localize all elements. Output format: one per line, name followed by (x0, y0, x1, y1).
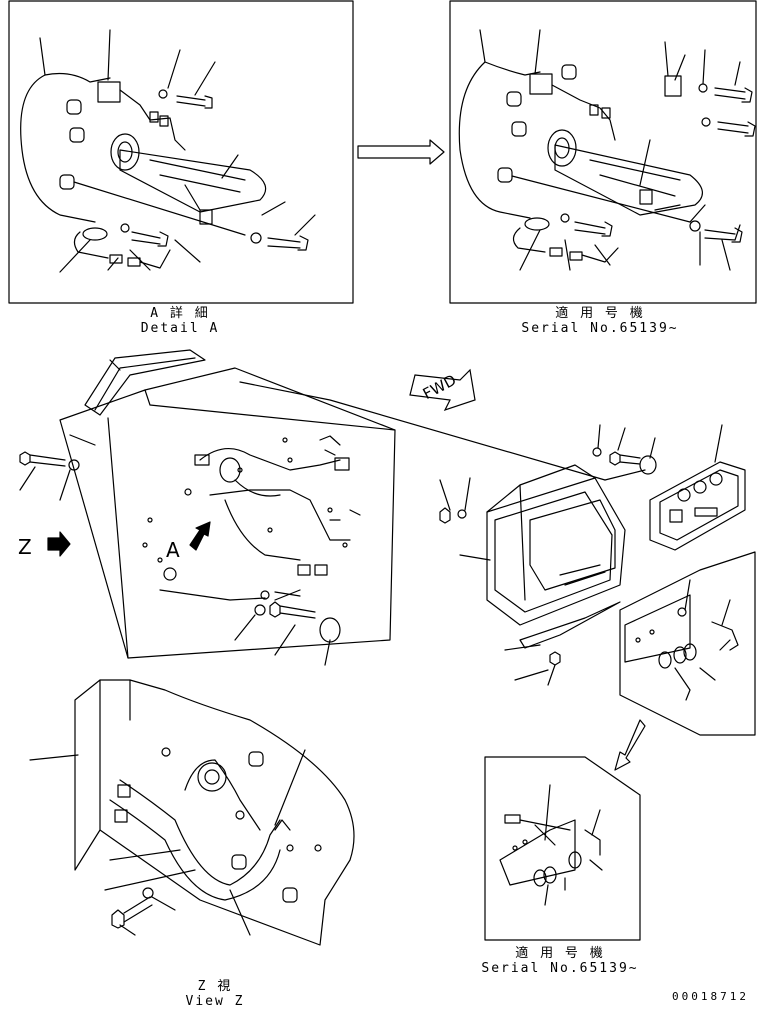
z-marker-label: Z (18, 535, 32, 559)
down-arrow-icon (614, 719, 646, 771)
bushing-icon (231, 751, 298, 903)
serial-top-caption-en: Serial No.65139~ (521, 321, 679, 336)
view-z-caption-en: View Z (185, 994, 245, 1009)
instrument-housing (439, 424, 657, 686)
transition-arrow-icon (357, 139, 445, 165)
detail-serial-bottom-panel (484, 756, 641, 941)
gauge-panel (649, 424, 746, 551)
view-z-caption-jp: Z 視 (197, 979, 233, 994)
bushing-icon (59, 99, 85, 190)
detail-a-caption-en: Detail A (140, 321, 220, 336)
pointer-line (604, 469, 646, 481)
switch-callout (619, 551, 756, 736)
bushing-icon (497, 64, 577, 183)
a-marker-label: A (166, 538, 180, 562)
view-z-panel (29, 679, 355, 946)
serial-bottom-caption-jp: 適 用 号 機 (515, 946, 605, 961)
detail-serial-panel (449, 0, 757, 304)
dashboard-assembly (19, 349, 606, 666)
fwd-arrow-icon (409, 368, 476, 412)
hole-icon (142, 437, 348, 581)
serial-bottom-caption-en: Serial No.65139~ (481, 961, 639, 976)
detail-a-panel (8, 0, 354, 304)
document-number: 00018712 (672, 990, 749, 1003)
detail-a-caption-jp: A 詳 細 (150, 306, 210, 321)
serial-top-caption-jp: 適 用 号 機 (555, 306, 645, 321)
